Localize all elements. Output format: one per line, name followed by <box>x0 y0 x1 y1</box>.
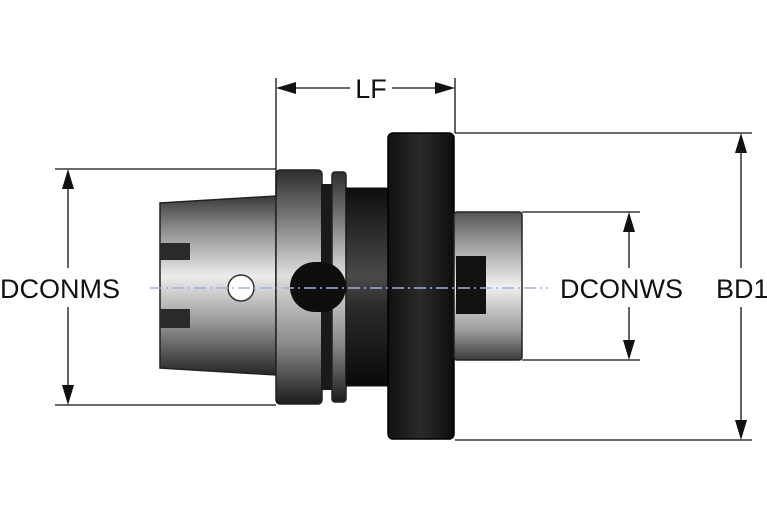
dimension-lf: LF <box>276 74 455 104</box>
dconms-label: DCONMS <box>0 274 120 304</box>
drive-key-right <box>456 256 486 314</box>
extension-lines <box>55 78 752 441</box>
dconws-label: DCONWS <box>560 274 683 304</box>
arrowhead-icon <box>735 420 747 440</box>
arrowhead-icon <box>62 385 74 405</box>
tool-holder-body <box>159 132 523 440</box>
neck <box>345 187 391 387</box>
arrowhead-icon <box>623 212 635 232</box>
arrowhead-icon <box>623 340 635 360</box>
dimension-dconms: DCONMS <box>0 169 120 405</box>
main-flange <box>387 132 455 440</box>
hsk-shank <box>159 195 277 376</box>
arrowhead-icon <box>276 82 296 94</box>
dimension-dconws: DCONWS <box>560 212 683 360</box>
drive-slot-top <box>160 243 190 260</box>
pilot <box>453 211 523 361</box>
bd1-label: BD1 <box>716 274 767 304</box>
lf-label: LF <box>355 74 387 104</box>
drive-slot-bottom <box>160 309 190 328</box>
arrowhead-icon <box>62 169 74 189</box>
arrowhead-icon <box>435 82 455 94</box>
dimension-bd1: BD1 <box>716 133 767 440</box>
key-slot-left <box>290 262 346 312</box>
arrowhead-icon <box>735 133 747 153</box>
